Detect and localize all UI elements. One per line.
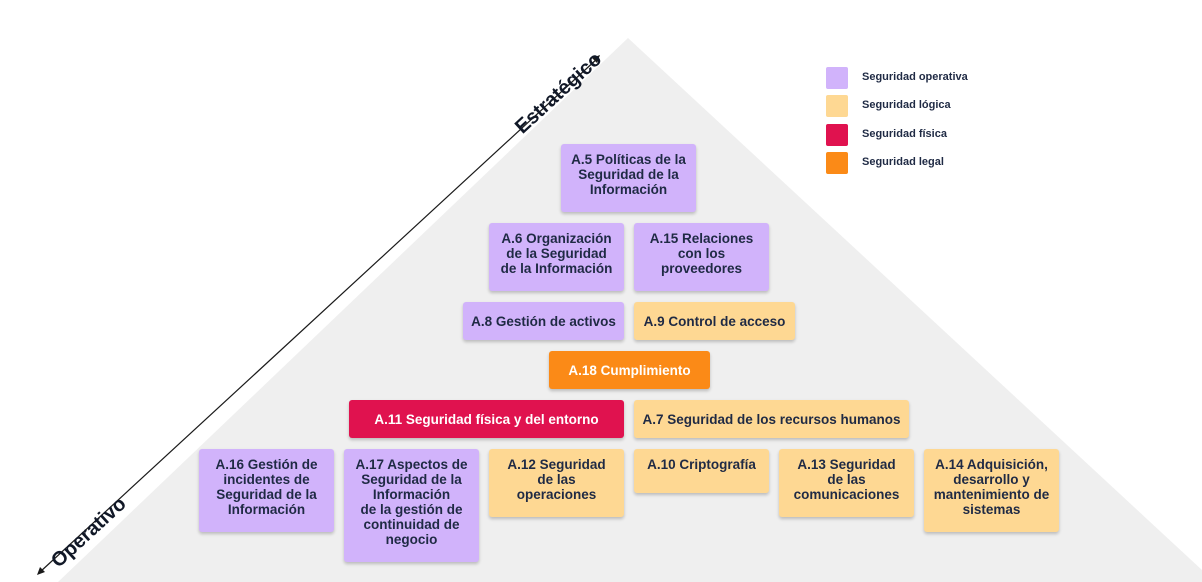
control-a9-access-control: A.9 Control de acceso (634, 302, 795, 340)
control-a5-policies: A.5 Políticas de la Seguridad de la Info… (561, 144, 696, 212)
legend-swatch-operativa (826, 67, 848, 89)
control-a16-incident-management: A.16 Gestión de incidentes de Seguridad … (199, 449, 334, 532)
control-a18-compliance: A.18 Cumplimiento (549, 351, 710, 389)
legend-label-fisica: Seguridad física (862, 128, 947, 140)
control-a11-physical-security: A.11 Seguridad física y del entorno (349, 400, 624, 438)
control-a14-acquisition: A.14 Adquisición, desarrollo y mantenimi… (924, 449, 1059, 532)
control-a7-human-resources: A.7 Seguridad de los recursos humanos (634, 400, 909, 438)
axis-arrow-top (592, 55, 600, 63)
axis-arrow-bottom (37, 567, 45, 575)
control-a13-communications: A.13 Seguridad de las comunicaciones (779, 449, 914, 517)
control-a12-operations: A.12 Seguridad de las operaciones (489, 449, 624, 517)
control-a8-asset-management: A.8 Gestión de activos (463, 302, 624, 340)
axis-line (39, 57, 599, 573)
control-a10-cryptography: A.10 Criptografía (634, 449, 769, 493)
legend-swatch-logica (826, 95, 848, 117)
control-a17-continuity: A.17 Aspectos de Seguridad de la Informa… (344, 449, 479, 562)
legend-swatch-legal (826, 152, 848, 174)
control-a15-suppliers: A.15 Relaciones con los proveedores (634, 223, 769, 291)
control-a6-organization: A.6 Organización de la Seguridad de la I… (489, 223, 624, 291)
legend-label-operativa: Seguridad operativa (862, 71, 968, 83)
legend-label-legal: Seguridad legal (862, 156, 944, 168)
pyramid-shape (58, 38, 1202, 582)
legend-label-logica: Seguridad lógica (862, 99, 951, 111)
legend-swatch-fisica (826, 124, 848, 146)
